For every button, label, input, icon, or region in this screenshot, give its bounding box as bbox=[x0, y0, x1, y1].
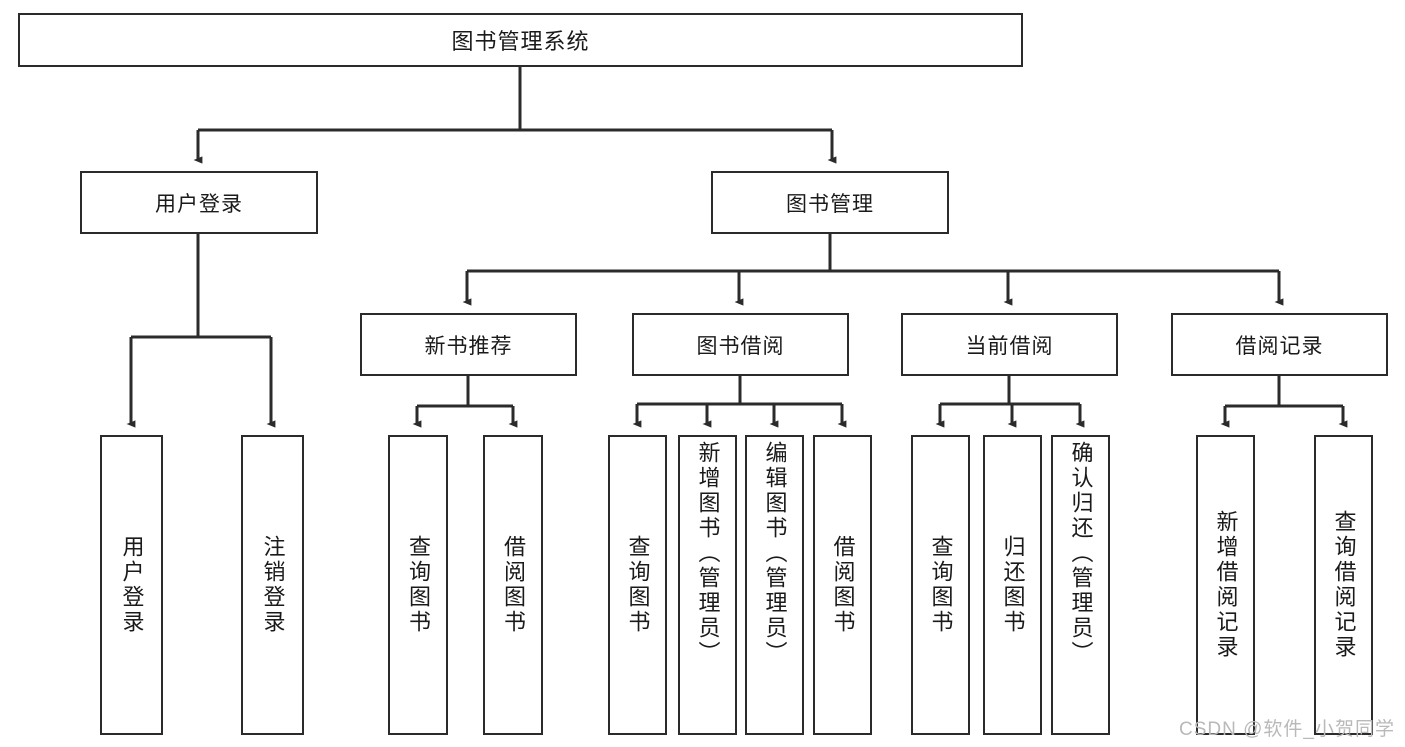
leaf-add-book-admin[interactable]: 新增图书（管理员） bbox=[678, 435, 737, 735]
leaf-borrow-books-recommend[interactable]: 借阅图书 bbox=[483, 435, 543, 735]
leaf-user-login[interactable]: 用户登录 bbox=[100, 435, 163, 735]
leaf-label: 用户登录 bbox=[119, 535, 145, 635]
leaf-return-books[interactable]: 归还图书 bbox=[983, 435, 1042, 735]
leaf-query-books-borrow[interactable]: 查询图书 bbox=[608, 435, 667, 735]
leaf-label: 查询图书 bbox=[625, 535, 651, 635]
leaf-label: 查询图书 bbox=[405, 535, 431, 635]
node-label: 用户登录 bbox=[155, 192, 243, 216]
leaf-label: 借阅图书 bbox=[500, 535, 526, 635]
leaf-edit-book-admin[interactable]: 编辑图书（管理员） bbox=[745, 435, 804, 735]
leaf-label: 查询图书 bbox=[928, 535, 954, 635]
leaf-label: 编辑图书（管理员） bbox=[762, 441, 788, 666]
leaf-query-borrow-record[interactable]: 查询借阅记录 bbox=[1314, 435, 1373, 735]
node-book-borrowing[interactable]: 图书借阅 bbox=[632, 313, 849, 376]
leaf-label: 查询借阅记录 bbox=[1331, 510, 1357, 660]
node-label: 借阅记录 bbox=[1235, 334, 1324, 358]
node-label: 当前借阅 bbox=[965, 334, 1054, 358]
leaf-label: 借阅图书 bbox=[830, 535, 856, 635]
leaf-borrow-books-borrow[interactable]: 借阅图书 bbox=[813, 435, 872, 735]
node-new-book-recommendation[interactable]: 新书推荐 bbox=[360, 313, 577, 376]
node-user-login[interactable]: 用户登录 bbox=[80, 171, 318, 234]
leaf-logout[interactable]: 注销登录 bbox=[241, 435, 304, 735]
leaf-query-books-recommend[interactable]: 查询图书 bbox=[388, 435, 448, 735]
node-borrow-records[interactable]: 借阅记录 bbox=[1171, 313, 1388, 376]
node-current-borrowing[interactable]: 当前借阅 bbox=[901, 313, 1118, 376]
leaf-query-books-current[interactable]: 查询图书 bbox=[911, 435, 970, 735]
node-label: 图书管理 bbox=[786, 192, 874, 216]
node-root-system[interactable]: 图书管理系统 bbox=[18, 13, 1023, 67]
leaf-label: 新增借阅记录 bbox=[1213, 510, 1239, 660]
node-book-management[interactable]: 图书管理 bbox=[711, 171, 949, 234]
node-label: 图书借阅 bbox=[696, 334, 785, 358]
leaf-confirm-return-admin[interactable]: 确认归还（管理员） bbox=[1051, 435, 1110, 735]
leaf-label: 归还图书 bbox=[1000, 535, 1026, 635]
node-label: 图书管理系统 bbox=[451, 29, 590, 54]
node-label: 新书推荐 bbox=[424, 334, 513, 358]
leaf-label: 注销登录 bbox=[260, 535, 286, 635]
leaf-label: 新增图书（管理员） bbox=[695, 441, 721, 666]
leaf-add-borrow-record[interactable]: 新增借阅记录 bbox=[1196, 435, 1255, 735]
leaf-label: 确认归还（管理员） bbox=[1068, 441, 1094, 666]
